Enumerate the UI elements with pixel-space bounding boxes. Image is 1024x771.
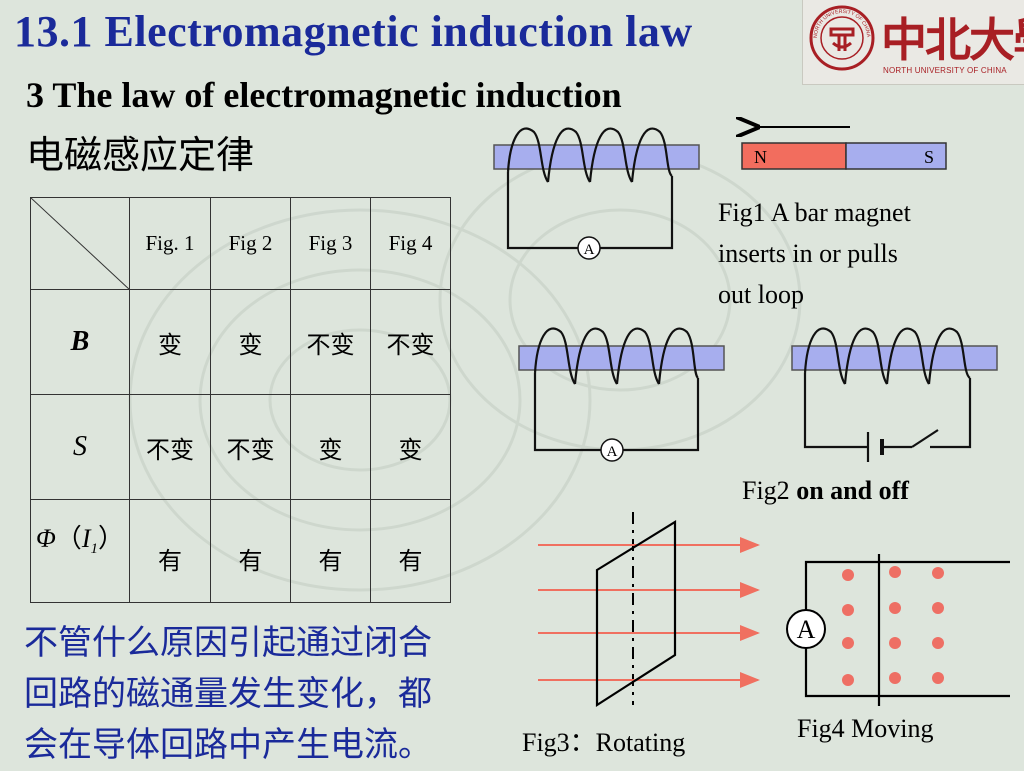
- current-subscript: 1: [90, 541, 98, 558]
- table-cell: 不变: [210, 394, 291, 500]
- university-seal-icon: NORTH UNIVERSITY OF CHINA: [809, 5, 875, 71]
- table-cell: 变: [370, 394, 451, 500]
- fig2-primary-circuit: [791, 327, 998, 462]
- table-cell: 有: [290, 499, 371, 603]
- current-symbol: I: [81, 524, 91, 553]
- table-row: B 变 变 不变 不变: [30, 289, 451, 395]
- table-cell: 不变: [370, 289, 451, 395]
- table-header-row: Fig. 1 Fig 2 Fig 3 Fig 4: [30, 197, 451, 290]
- table-cell: 变: [290, 394, 371, 500]
- fig1-caption: Fig1 A bar magnet inserts in or pulls ou…: [718, 192, 1008, 315]
- fig1-ammeter-label: A: [584, 242, 595, 258]
- fig4-rails: [804, 560, 1010, 698]
- university-name-en: NORTH UNIVERSITY OF CHINA: [883, 66, 1007, 75]
- fig1-caption-line: out loop: [718, 280, 804, 309]
- row-label-flux: Φ（I1）: [30, 499, 130, 603]
- fig3-rotating-loop: [538, 512, 760, 708]
- fig1-wire: [506, 172, 674, 250]
- fig1-solenoid-circuit: A N S: [493, 127, 947, 260]
- university-name-cn: 中北大學: [881, 13, 1024, 67]
- table-row: S 不变 不变 变 变: [30, 394, 451, 500]
- fig1-caption-line: inserts in or pulls: [718, 239, 898, 268]
- section-subtitle-cn: 电磁感应定律: [26, 133, 255, 177]
- fig2-left-winding: [533, 327, 699, 385]
- magnet-s-label: S: [924, 147, 934, 167]
- fig2-caption: Fig2 on and off: [742, 476, 909, 506]
- fig2-left-wire: [533, 373, 700, 452]
- flux-open-paren: （: [55, 524, 82, 553]
- table-corner-cell: [30, 197, 130, 290]
- flux-symbol: Φ: [36, 524, 56, 553]
- fig2-ammeter-icon: [600, 438, 624, 462]
- fig4-ammeter-label: A: [797, 615, 816, 644]
- magnet-south-pole: [845, 142, 947, 170]
- table-cell: 不变: [290, 289, 371, 395]
- table-cell: 有: [210, 499, 291, 603]
- table-header-cell: Fig 2: [210, 197, 291, 290]
- fig2-secondary-circuit: A: [518, 327, 725, 462]
- conclusion-line: 会在导体回路中产生电流。: [24, 725, 432, 765]
- fig2-caption-bold: on and off: [796, 476, 909, 505]
- fig4-moving-rod: A: [786, 554, 1010, 706]
- fig2-right-winding: [803, 327, 971, 385]
- table-cell: 不变: [129, 394, 211, 500]
- fig1-coil-winding: [506, 127, 673, 183]
- fig1-ammeter-icon: [577, 236, 601, 260]
- table-cell: 变: [129, 289, 211, 395]
- switch-icon: [911, 429, 939, 448]
- fig2-ammeter-label: A: [607, 444, 618, 460]
- fig2-caption-prefix: Fig2: [742, 476, 797, 505]
- page-title: 13.1 Electromagnetic induction law: [14, 7, 693, 56]
- row-label-s: S: [30, 394, 130, 500]
- fig4-caption: Fig4 Moving: [797, 714, 934, 743]
- conclusion-line: 不管什么原因引起通过闭合: [24, 623, 432, 663]
- table-header-cell: Fig 4: [370, 197, 451, 290]
- magnet-n-label: N: [754, 147, 767, 167]
- conclusion-text: 不管什么原因引起通过闭合 回路的磁通量发生变化，都 会在导体回路中产生电流。: [24, 618, 514, 771]
- section-subtitle: 3 The law of electromagnetic induction: [26, 75, 622, 115]
- field-dots-out-of-page: [842, 566, 944, 686]
- fig3-caption: Fig3：Rotating: [522, 728, 686, 757]
- table-row: Φ（I1） 有 有 有 有: [30, 499, 451, 603]
- table-header-cell: Fig. 1: [129, 197, 211, 290]
- comparison-table: Fig. 1 Fig 2 Fig 3 Fig 4 B 变 变 不变 不变 S 不…: [30, 197, 451, 603]
- corner-diagonal: [31, 198, 130, 290]
- fig1-caption-line: Fig1 A bar magnet: [718, 198, 911, 227]
- fig4-ammeter-icon: [786, 609, 826, 649]
- magnet-north-pole: [741, 142, 847, 170]
- table-cell: 有: [370, 499, 451, 603]
- table-cell: 变: [210, 289, 291, 395]
- conclusion-line: 回路的磁通量发生变化，都: [24, 674, 432, 714]
- fig2-right-wire: [803, 373, 972, 449]
- flux-close-paren: ）: [97, 524, 124, 553]
- university-logo: NORTH UNIVERSITY OF CHINA 中北大學 NORTH UNI…: [802, 0, 1024, 85]
- fig3-loop: [595, 520, 677, 708]
- table-cell: 有: [129, 499, 211, 603]
